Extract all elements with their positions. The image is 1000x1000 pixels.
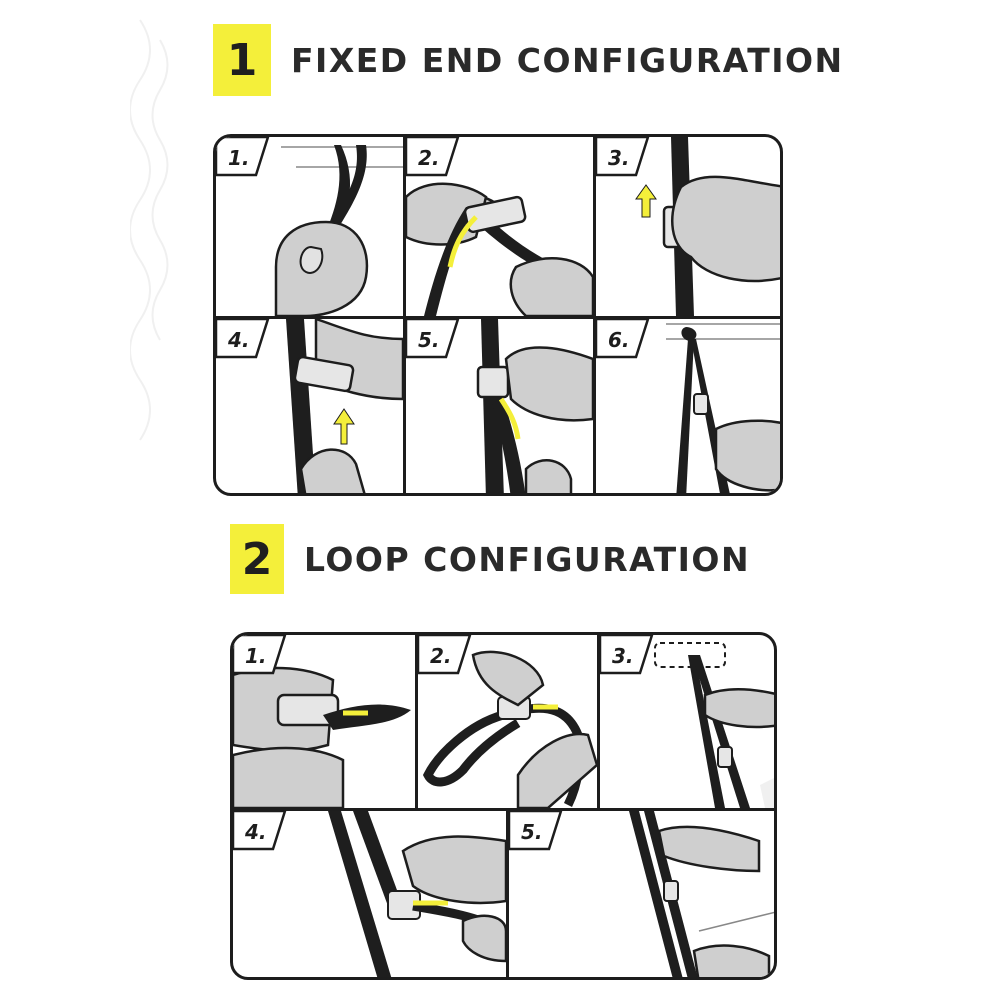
loop-step-4-panel: 4.	[233, 811, 506, 977]
strap-illustration	[274, 145, 403, 316]
buckle-icon	[663, 880, 679, 902]
strap-illustration	[286, 319, 403, 493]
hand-illustration	[524, 459, 573, 493]
divider	[233, 808, 774, 811]
fixed-step-5-label: 5.	[418, 328, 440, 352]
loop-step-2-panel: 2.	[418, 635, 597, 808]
divider	[597, 635, 600, 808]
section-1-title: FIXED END CONFIGURATION	[291, 40, 844, 80]
loop-step-1-panel: 1.	[233, 635, 415, 808]
section-1-header: 1 FIXED END CONFIGURATION	[213, 24, 844, 96]
buckle-icon	[693, 393, 709, 415]
hand-illustration	[504, 346, 593, 422]
step-tab	[216, 137, 270, 177]
fixed-step-1-panel: 1.	[216, 137, 403, 316]
step-tab	[233, 811, 287, 851]
direction-arrow-icon	[635, 184, 657, 218]
background-texture	[130, 19, 169, 441]
strap-illustration	[476, 319, 593, 493]
loop-step-2-label: 2.	[430, 644, 452, 668]
hand-illustration	[401, 835, 506, 905]
divider	[593, 137, 596, 493]
strap-illustration	[233, 666, 411, 808]
hand-illustration	[299, 448, 366, 493]
fixed-step-2-label: 2.	[418, 146, 440, 170]
buckle-icon	[717, 746, 733, 768]
loop-step-3-panel: 3.	[600, 635, 774, 808]
hand-illustration	[703, 687, 774, 729]
hand-illustration	[233, 746, 345, 808]
section-2-header: 2 LOOP CONFIGURATION	[230, 524, 750, 594]
hand-illustration	[692, 944, 771, 977]
step-tab	[406, 319, 460, 359]
step-tab	[216, 319, 270, 359]
section-1-number-badge: 1	[213, 24, 271, 96]
hand-illustration	[274, 220, 369, 316]
loop-step-5-label: 5.	[521, 820, 543, 844]
step-tab	[596, 319, 650, 359]
step-tab	[418, 635, 472, 675]
section-2-title: LOOP CONFIGURATION	[304, 539, 751, 579]
step-tab	[233, 635, 287, 675]
loop-step-4-label: 4.	[245, 820, 267, 844]
strap-illustration	[328, 811, 506, 977]
fixed-step-3-label: 3.	[608, 146, 630, 170]
hand-illustration	[671, 175, 780, 283]
fixed-step-6-panel: 6.	[596, 319, 780, 493]
direction-arrow-icon	[447, 215, 478, 268]
step-tab	[509, 811, 563, 851]
fixed-step-5-panel: 5.	[406, 319, 593, 493]
section-2-number-badge: 2	[230, 524, 284, 594]
direction-arrow-icon	[498, 397, 521, 440]
section-1-panel-grid: 1. 2. 3.	[213, 134, 783, 496]
buckle-icon	[476, 365, 510, 399]
strap-illustration	[629, 811, 774, 977]
fixed-step-6-label: 6.	[608, 328, 630, 352]
fixed-step-4-panel: 4.	[216, 319, 403, 493]
hand-illustration	[657, 825, 761, 873]
hand-illustration	[516, 732, 597, 808]
buckle-icon	[463, 195, 527, 234]
strap-illustration	[406, 182, 593, 316]
strap-illustration	[666, 323, 780, 493]
fixed-step-3-panel: 3.	[596, 137, 780, 316]
divider	[415, 635, 418, 808]
strap-illustration	[635, 137, 780, 316]
buckle-icon	[276, 693, 340, 727]
step-tab	[600, 635, 654, 675]
fixed-step-1-label: 1.	[228, 146, 250, 170]
step-tab	[406, 137, 460, 177]
divider	[403, 137, 406, 493]
hand-illustration	[461, 914, 506, 963]
hand-illustration	[714, 419, 780, 492]
fixed-step-4-label: 4.	[228, 328, 250, 352]
loop-step-5-panel: 5.	[509, 811, 774, 977]
strap-illustration	[654, 642, 774, 808]
strap-illustration	[422, 650, 597, 808]
divider	[216, 316, 780, 319]
direction-arrow-icon	[333, 408, 355, 445]
step-tab	[596, 137, 650, 177]
loop-step-3-label: 3.	[612, 644, 634, 668]
hand-illustration	[509, 257, 593, 316]
buckle-icon	[293, 355, 355, 393]
section-2-panel-grid: 1. 2. 3.	[230, 632, 777, 980]
divider	[506, 808, 509, 977]
hand-illustration	[471, 650, 545, 707]
loop-step-1-label: 1.	[245, 644, 267, 668]
fixed-step-2-panel: 2.	[406, 137, 593, 316]
